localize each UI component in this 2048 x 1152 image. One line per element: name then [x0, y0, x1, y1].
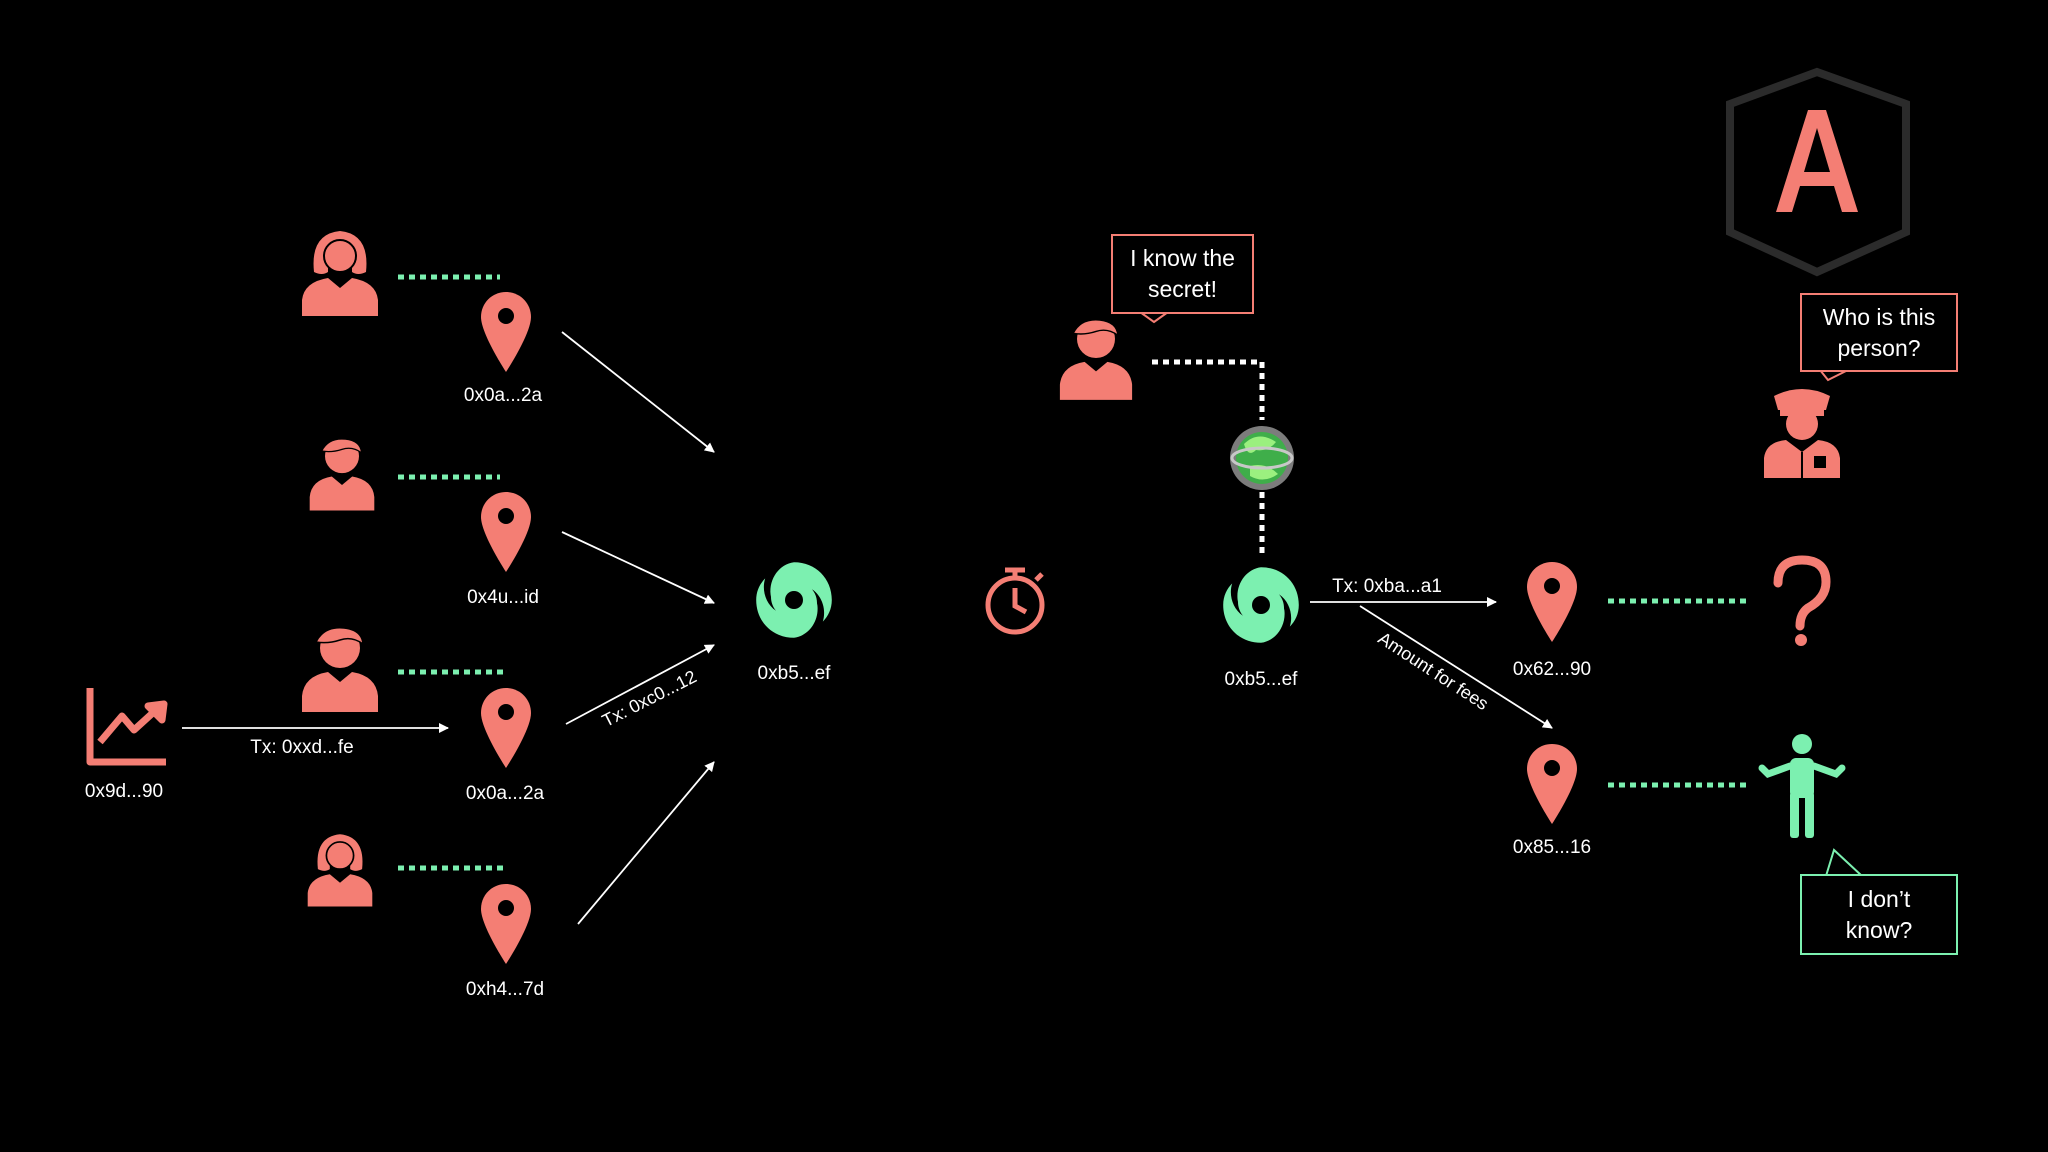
pin-address-1: 0x0a...2a: [463, 385, 543, 406]
tx-label-withdraw: Tx: 0xba...a1: [1332, 576, 1442, 597]
recipient-address: 0x62...90: [1512, 659, 1592, 680]
police-speech-bubble: Who is this person?: [1800, 293, 1958, 372]
shrug-speech-bubble: I don’t know?: [1800, 874, 1958, 955]
fees-label: Amount for fees: [1375, 628, 1492, 714]
swirl-mixer-icon: [1223, 567, 1299, 643]
man-user-icon: [301, 627, 379, 713]
boy-user-icon: [309, 438, 375, 512]
anchor-a-logo-icon: [1726, 67, 1910, 277]
identity-links-left: [398, 274, 504, 871]
location-pin-icon: [481, 884, 531, 964]
relay-path: [1152, 359, 1265, 558]
woman-user-icon: [301, 230, 379, 317]
pin-address-4: 0xh4...7d: [465, 979, 545, 1000]
mixer-out-address: 0xb5...ef: [1224, 669, 1298, 690]
location-pin-icon: [481, 688, 531, 768]
pin-address-2: 0x4u...id: [467, 587, 539, 608]
bubble-tails: [1139, 311, 1863, 877]
deposit-arrows: [182, 331, 715, 925]
secret-speech-bubble: I know the secret!: [1111, 234, 1254, 314]
withdraw-arrows: [1310, 597, 1553, 729]
mixer-in-address: 0xb5...ef: [757, 663, 831, 684]
location-pin-icon: [481, 492, 531, 572]
shrugging-person-icon: [1758, 734, 1846, 838]
fee-wallet-address: 0x85...16: [1512, 837, 1592, 858]
trending-chart-icon: [86, 688, 168, 766]
identity-links-right: [1608, 598, 1746, 788]
stopwatch-icon: [985, 567, 1045, 635]
location-pin-icon: [481, 292, 531, 372]
woman-user-icon: [306, 833, 374, 908]
location-pin-icon: [1527, 562, 1577, 642]
swirl-mixer-icon: [756, 562, 832, 638]
pin-address-3: 0x0a...2a: [465, 783, 545, 804]
police-officer-icon: [1764, 389, 1840, 478]
question-mark-icon: [1773, 555, 1831, 646]
globe-relayer-icon: [1230, 426, 1294, 490]
tx-label-chart: Tx: 0xxd...fe: [250, 737, 354, 758]
chart-wallet-address: 0x9d...90: [84, 781, 164, 802]
man-user-icon: [1059, 319, 1133, 401]
location-pin-icon: [1527, 744, 1577, 824]
